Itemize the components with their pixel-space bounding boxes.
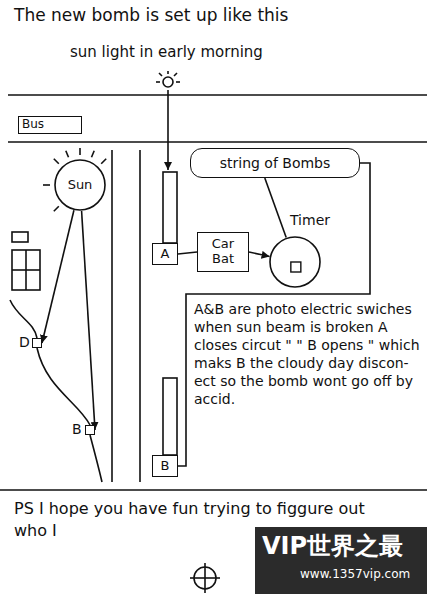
road-edge — [8, 94, 427, 96]
road-edge — [8, 141, 427, 143]
circle-outline — [270, 237, 320, 287]
wire-connector — [82, 211, 95, 430]
sun-ray — [176, 81, 180, 83]
separator-line — [0, 489, 427, 491]
box-node: B — [152, 455, 178, 477]
node-text: Car Bat — [202, 237, 244, 267]
sun-ray — [101, 159, 106, 164]
circle-node: Sun — [54, 159, 106, 211]
node-text: string of Bombs — [220, 155, 331, 171]
box-node: Car Bat — [197, 232, 249, 272]
sun-beam-arrow — [167, 90, 169, 170]
sun-ray — [54, 159, 59, 164]
wire-connector — [178, 252, 197, 254]
sun-ray — [43, 184, 50, 186]
box-node: Bus — [18, 116, 82, 134]
circle-node: Timer — [269, 236, 321, 288]
light-shield-bar — [163, 172, 177, 243]
title-text: The new bomb is set up like this — [14, 4, 314, 26]
light-shield-bar — [163, 378, 177, 455]
wire-connector — [42, 210, 74, 343]
node-text: A — [161, 247, 170, 262]
node-text: Sun — [68, 178, 93, 193]
node-text: B — [161, 459, 170, 474]
box-node: A — [152, 243, 178, 265]
box-node: D — [32, 338, 42, 348]
vehicle-sketch — [12, 232, 28, 242]
road-edge — [111, 150, 113, 482]
watermark-panel — [255, 527, 427, 594]
box-node: B — [85, 425, 95, 435]
sun-ray — [54, 206, 59, 211]
note-text: sun light in early morning — [70, 42, 370, 62]
node-text: Bus — [22, 118, 44, 132]
sun-ray — [159, 73, 162, 76]
node-text: Timer — [290, 212, 330, 228]
note-text: www.1357vip.com — [300, 566, 422, 582]
note-text: A&B are photo electric swiches when sun … — [194, 300, 422, 408]
sun-ray — [79, 148, 81, 155]
sun-ray — [66, 151, 69, 158]
vehicle-sketch — [12, 269, 40, 271]
wire-connector — [249, 252, 270, 256]
node-text: D — [19, 334, 30, 350]
sun-ray — [167, 71, 169, 74]
sun-ray — [174, 73, 177, 76]
sun-symbol — [163, 77, 173, 87]
node-text: B — [72, 421, 82, 437]
sun-ray — [92, 151, 95, 158]
box-node: string of Bombs — [190, 148, 360, 178]
wire-connector — [265, 178, 286, 238]
road-curve — [37, 348, 90, 425]
road-curve — [10, 300, 37, 338]
sun-ray — [156, 81, 160, 83]
timer-switch — [291, 262, 301, 272]
note-text: VIP世界之最 — [262, 532, 422, 560]
circle-outline — [55, 160, 105, 210]
crosshair-symbol — [204, 563, 206, 593]
road-edge — [139, 150, 141, 482]
circle-outline — [269, 236, 321, 288]
road-curve — [90, 435, 102, 482]
vehicle-sketch — [12, 250, 40, 290]
